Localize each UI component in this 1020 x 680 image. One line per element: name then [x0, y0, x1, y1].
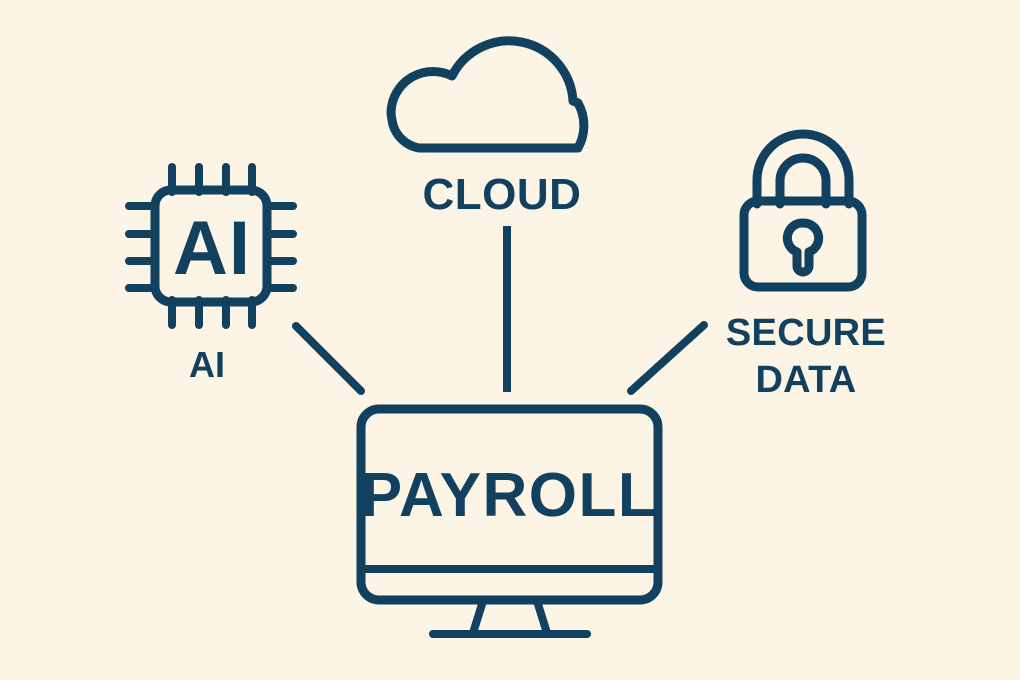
padlock-body — [739, 196, 867, 292]
cpu-chip-icon: AI — [125, 163, 297, 329]
monitor-stand-right-leg — [533, 597, 551, 637]
padlock-icon — [739, 129, 867, 292]
monitor-stand-left-leg — [469, 597, 487, 637]
chip-body — [150, 185, 272, 307]
caption-secure-line1: SECURE — [726, 312, 886, 354]
padlock-shackle-inner — [775, 153, 831, 209]
connector-secure-to-monitor — [627, 321, 708, 395]
caption-ai: AI — [189, 344, 225, 385]
chip-inner-label: AI — [173, 206, 251, 291]
caption-cloud: CLOUD — [423, 170, 582, 219]
monitor-screen-label: PAYROLL — [361, 461, 657, 530]
connector-group — [292, 226, 708, 395]
monitor-screen-frame — [356, 404, 663, 605]
padlock-keyhole — [782, 218, 824, 277]
connector-ai-to-monitor — [292, 322, 365, 395]
monitor-icon: PAYROLL — [356, 404, 663, 638]
caption-secure-line2: DATA — [755, 359, 856, 401]
padlock-shackle-outer — [752, 129, 854, 209]
cloud-outline — [386, 36, 589, 153]
cloud-icon — [386, 36, 589, 153]
